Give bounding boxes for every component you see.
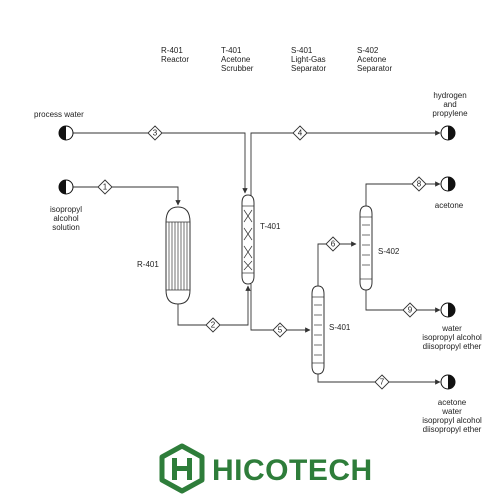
label-feed-line-3: solution [52,223,80,232]
stream-label-8: 8 [411,176,427,192]
svg-text:9: 9 [408,306,413,315]
header-s401-id: S-401 [291,46,313,55]
svg-text:3: 3 [153,129,158,138]
label-t401: T-401 [260,222,281,231]
label-s401-bottom-line-2: water [441,407,462,416]
svg-text:2: 2 [211,321,216,330]
stream-label-9: 9 [402,302,418,318]
stream-label-3: 3 [147,125,163,141]
label-s401-bottom-line-3: isopropyl alcohol [422,416,482,425]
label-process-water: process water [34,110,84,119]
header-t401-name-2: Scrubber [221,64,254,73]
header-r401-id: R-401 [161,46,183,55]
header-s401-name-2: Separator [291,64,326,73]
terminal-top-out [440,125,456,141]
stream-5-line [250,284,311,333]
stream-label-2: 2 [205,317,221,333]
logo-text: HICOTECH [212,454,373,487]
label-top-out-line-3: propylene [432,109,468,118]
stream-4-line [250,130,441,197]
label-s401: S-401 [329,323,351,332]
label-s402-bottom-line-2: isopropyl alcohol [422,333,482,342]
header-t401-name-1: Acetone [221,55,251,64]
header-s401-name-1: Light-Gas [291,55,326,64]
stream-7-line [317,372,441,385]
label-top-out: hydrogen and propylene [432,91,468,118]
stream-label-6: 6 [325,236,341,252]
header-s402-id: S-402 [357,46,379,55]
stream-3-line [73,132,248,194]
reactor-r401 [165,206,191,305]
separator-s401 [311,285,325,375]
label-feed: isopropyl alcohol solution [50,205,82,232]
svg-text:5: 5 [278,326,283,335]
svg-text:1: 1 [103,183,108,192]
header-s402-name-2: Separator [357,64,392,73]
hicotech-hex-icon [159,443,205,494]
terminal-s402-bottom [440,302,456,318]
label-s402: S-402 [378,247,400,256]
equipment-header-t401: T-401 Acetone Scrubber [221,46,254,73]
svg-text:8: 8 [417,180,422,189]
equipment-header-s402: S-402 Acetone Separator [357,46,392,73]
equipment-header-r401: R-401 Reactor [161,46,189,64]
terminal-feed [58,179,74,195]
scrubber-t401 [241,194,255,285]
label-top-out-line-2: and [443,100,456,109]
stream-6-line [317,241,357,286]
label-top-out-line-1: hydrogen [433,91,466,100]
label-s402-bottom: water isopropyl alcohol diisopropyl ethe… [422,324,482,351]
terminal-s401-bottom [440,374,456,390]
label-s401-bottom-line-1: acetone [438,398,467,407]
header-t401-id: T-401 [221,46,242,55]
stream-label-5: 5 [272,322,288,338]
stream-label-1: 1 [97,179,113,195]
stream-8-line [365,181,441,206]
label-s402-bottom-line-1: water [441,324,462,333]
separator-s402 [359,205,373,291]
header-r401-name: Reactor [161,55,189,64]
header-s402-name-1: Acetone [357,55,387,64]
label-s401-bottom: acetone water isopropyl alcohol diisopro… [422,398,482,434]
label-s401-bottom-line-4: diisopropyl ether [423,425,482,434]
label-s402-bottom-line-3: diisopropyl ether [423,342,482,351]
stream-1-line [73,186,181,206]
label-feed-line-1: isopropyl [50,205,82,214]
label-feed-line-2: alcohol [53,214,79,223]
equipment-header-s401: S-401 Light-Gas Separator [291,46,326,73]
terminal-process-water [58,125,74,141]
stream-label-4: 4 [292,125,308,141]
svg-text:6: 6 [331,240,336,249]
svg-text:4: 4 [298,129,303,138]
label-acetone: acetone [435,201,464,210]
label-r401: R-401 [137,260,159,269]
stream-label-7: 7 [374,374,390,390]
hicotech-logo: HICOTECH [159,443,373,494]
svg-text:7: 7 [380,378,385,387]
terminal-acetone [440,176,456,192]
stream-9-line [365,288,441,313]
